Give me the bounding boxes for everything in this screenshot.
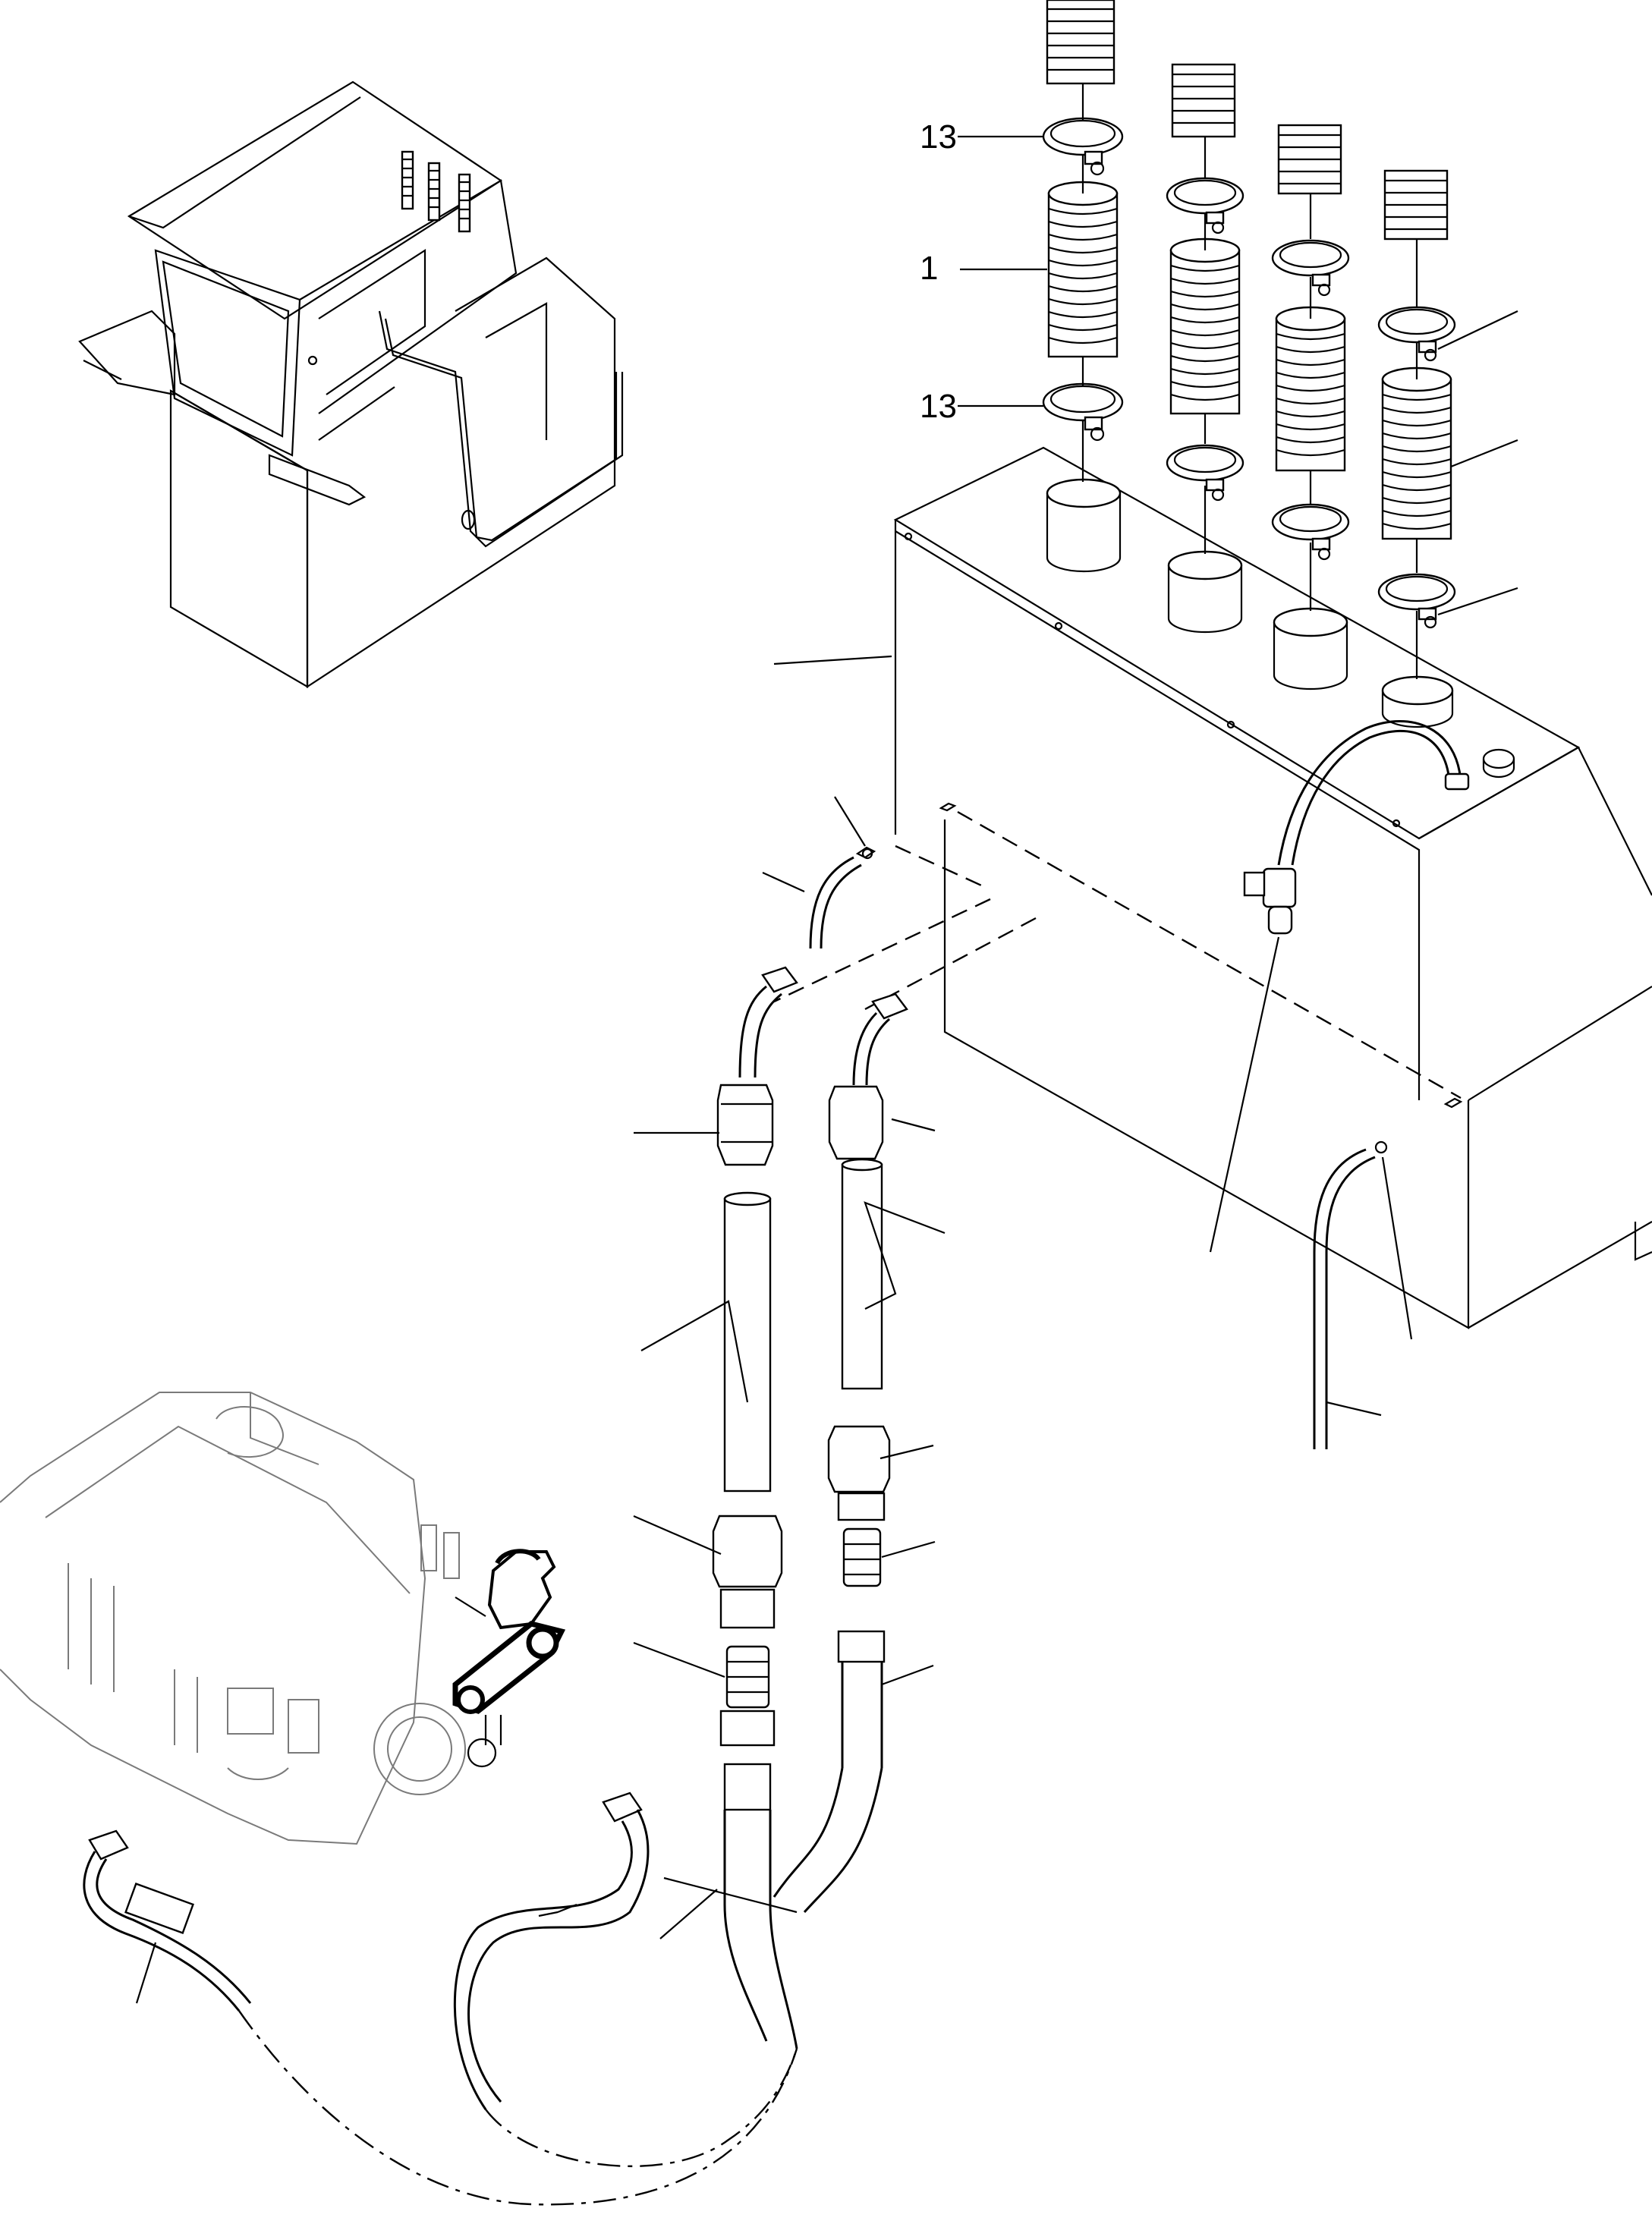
right-edge-leaders [1437,310,1518,616]
machine-overview-inset [78,80,624,689]
engine-background [0,1392,466,1845]
svg-text:13: 13 [920,118,957,156]
flexible-hoses-lower [83,1767,883,2110]
leader-lines [135,655,1413,2004]
callout-13-top: 13 [920,118,1043,156]
callout-1: 1 [920,250,1047,287]
hose-stack-1 [1042,0,1124,573]
svg-text:1: 1 [920,250,938,287]
callout-13-lower: 13 [920,388,1043,425]
routing-curves [238,2010,798,2206]
pump-icon [452,1549,566,1768]
assembly-guide-lines [773,810,1462,1099]
hose-stack-4 [1377,169,1456,728]
filler-cap-icon [1482,748,1515,779]
exhaust-stacks-icon [401,150,471,233]
hose-assembly-b [827,992,908,1768]
svg-text:13: 13 [920,388,957,425]
hose-stack-3 [1271,124,1350,690]
hydraulic-tank [855,446,1652,1329]
hose-assembly-a [712,966,798,1905]
hose-stack-2 [1166,63,1245,634]
